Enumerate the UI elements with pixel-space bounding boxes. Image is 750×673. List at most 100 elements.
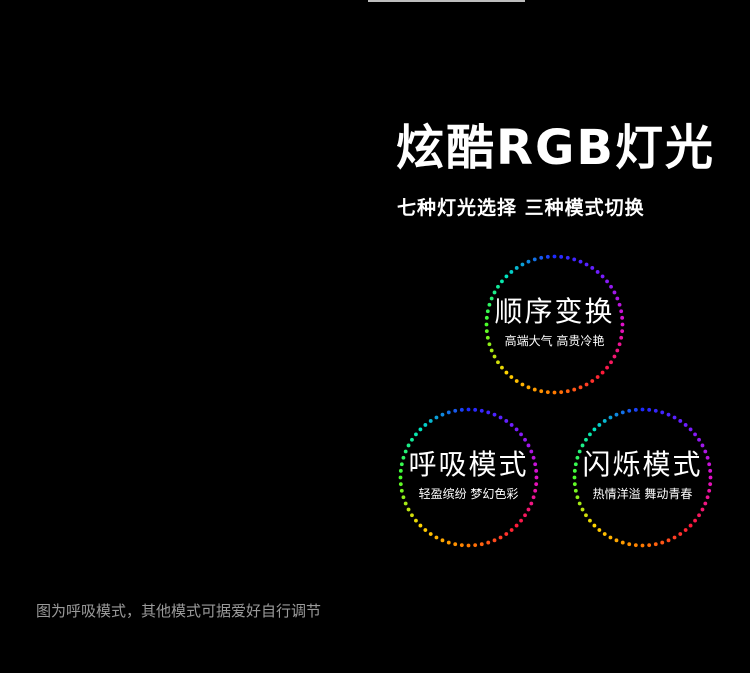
ring-dot — [620, 322, 625, 327]
ring-dot — [573, 488, 578, 493]
ring-dot — [577, 501, 582, 506]
ring-dot — [614, 412, 619, 417]
mode-sequential: 顺序变换 高端大气 高贵冷艳 — [482, 252, 627, 397]
ring-dot — [526, 259, 531, 264]
ring-dot — [693, 432, 697, 437]
ring-dot — [573, 462, 578, 467]
ring-dot — [565, 389, 570, 394]
ring-dot — [519, 432, 523, 437]
ring-dot — [627, 542, 632, 547]
ring-dot — [660, 540, 665, 545]
ring-dot — [707, 488, 712, 493]
ring-dot — [532, 387, 537, 392]
ring-dot — [688, 427, 693, 432]
ring-dot — [514, 379, 519, 383]
ring-dot — [588, 432, 592, 437]
ring-dot — [489, 348, 494, 353]
ring-dot — [466, 543, 471, 548]
ring-dot — [612, 290, 617, 295]
ring-dot — [575, 455, 580, 460]
ring-dot — [509, 375, 514, 379]
ring-dot — [440, 538, 445, 543]
ring-dot — [697, 437, 701, 442]
ring-dot — [492, 354, 497, 359]
ring-dot — [584, 437, 588, 442]
page-title: 炫酷RGB灯光 — [396, 120, 715, 176]
ring-dot — [531, 455, 536, 460]
ring-dot — [617, 302, 622, 307]
ring-dot — [509, 270, 514, 274]
ring-dot — [578, 259, 583, 264]
ring-dot — [672, 415, 677, 420]
ring-dot — [617, 342, 622, 347]
ring-dot — [500, 279, 504, 284]
ring-dot — [423, 423, 428, 427]
top-divider — [368, 0, 525, 2]
ring-dot — [605, 365, 609, 370]
ring-dot — [597, 423, 602, 427]
ring-dot — [572, 475, 577, 480]
ring-dot — [539, 255, 544, 260]
ring-dot — [653, 408, 658, 413]
rgb-dotted-ring-icon — [398, 407, 539, 548]
ring-dot — [627, 408, 632, 413]
ring-dot — [504, 274, 509, 279]
ring-dot — [609, 284, 613, 289]
ring-dot — [526, 443, 531, 448]
ring-dot — [514, 427, 519, 432]
ring-dot — [485, 335, 490, 340]
ring-dot — [678, 419, 683, 423]
ring-dot — [504, 370, 509, 375]
ring-dot — [446, 410, 451, 415]
ring-dot — [666, 412, 671, 417]
ring-dot — [597, 528, 602, 532]
ring-dot — [523, 437, 527, 442]
ring-dot — [580, 443, 585, 448]
ring-dot — [620, 315, 625, 320]
ring-dot — [605, 279, 609, 284]
ring-dot — [514, 266, 519, 270]
ring-dot — [496, 284, 500, 289]
ring-dot — [406, 443, 411, 448]
ring-dot — [485, 309, 490, 314]
ring-dot — [572, 468, 577, 473]
ring-dot — [466, 407, 471, 412]
ring-dot — [705, 495, 710, 500]
ring-dot — [653, 542, 658, 547]
mode-title: 闪烁模式 — [582, 448, 703, 481]
ring-dot — [552, 390, 557, 395]
mode-subtitle: 高端大气 高贵冷艳 — [504, 334, 605, 348]
ring-dot — [500, 365, 504, 370]
ring-dot — [552, 254, 557, 259]
rgb-dotted-ring-icon — [484, 254, 625, 395]
ring-dot — [565, 255, 570, 260]
ring-dot — [479, 542, 484, 547]
ring-dot — [492, 412, 497, 417]
ring-dot — [608, 535, 613, 540]
ring-dot — [504, 419, 509, 423]
ring-dot — [434, 535, 439, 540]
ring-dot — [509, 528, 514, 532]
ring-dot — [428, 532, 433, 536]
ring-dot — [703, 501, 708, 506]
ring-dot — [479, 408, 484, 413]
ring-dot — [520, 382, 525, 387]
ring-dot — [531, 495, 536, 500]
ring-dot — [484, 315, 489, 320]
ring-dot — [509, 423, 514, 427]
ring-dot — [590, 379, 595, 383]
ring-dot — [534, 468, 539, 473]
ring-dot — [647, 543, 652, 548]
ring-dot — [678, 532, 683, 536]
ring-dot — [592, 427, 597, 432]
ring-dot — [459, 543, 464, 548]
ring-dot — [403, 449, 408, 454]
ring-dot — [526, 507, 531, 512]
ring-dot — [406, 507, 411, 512]
ring-dot — [703, 449, 708, 454]
ring-dot — [619, 335, 624, 340]
ring-dot — [588, 518, 592, 523]
ring-dot — [498, 535, 503, 540]
ring-dot — [708, 468, 713, 473]
ring-dot — [595, 375, 600, 379]
